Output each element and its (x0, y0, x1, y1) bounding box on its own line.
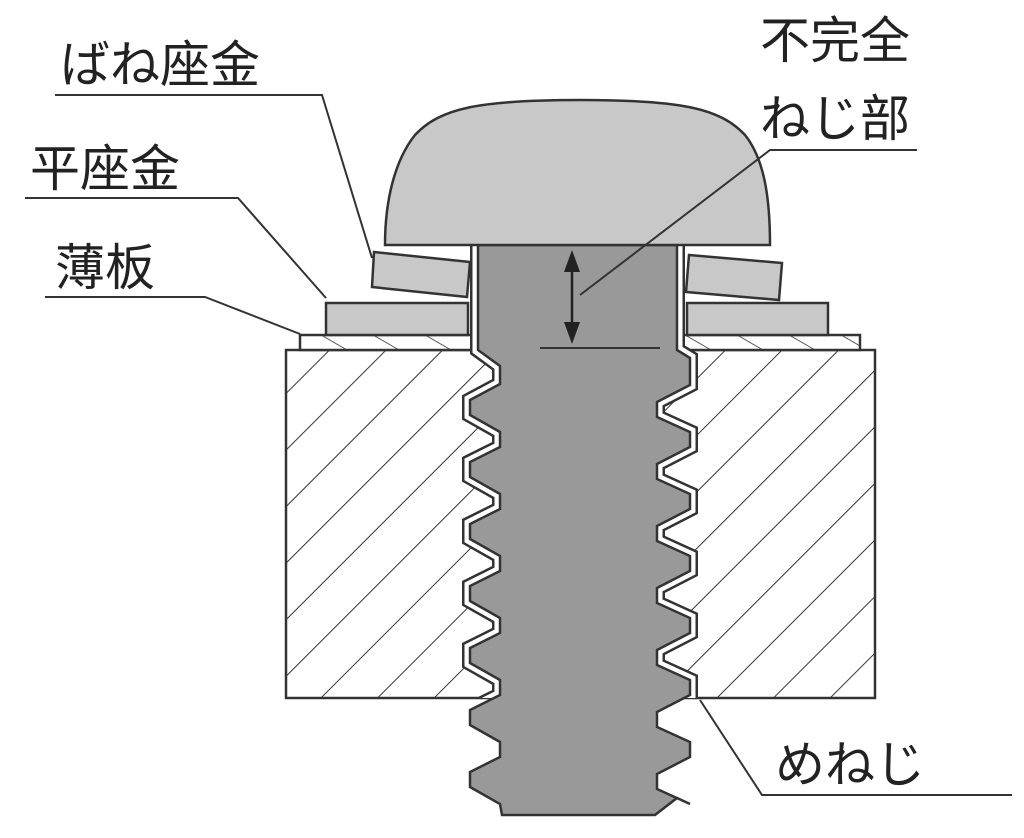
flat-washer-left (324, 301, 470, 337)
flat-washer-right (685, 301, 830, 337)
label-incomplete-thread-2: ねじ部 (760, 90, 910, 148)
double-arrow-icon (564, 250, 580, 344)
bolt-head (383, 98, 772, 247)
label-internal-thread: めねじ (775, 736, 925, 794)
label-thin-plate: 薄板 (55, 239, 155, 297)
spring-washer-left (370, 250, 472, 299)
label-incomplete-thread-1: 不完全 (760, 12, 910, 70)
spring-washer-right (684, 253, 784, 302)
label-spring-washer: ばね座金 (60, 36, 260, 94)
bolt-shank (468, 243, 692, 817)
leader-flat-washer (25, 197, 327, 299)
label-flat-washer: 平座金 (30, 140, 180, 198)
leader-incomplete-thread (579, 149, 917, 296)
leader-internal-thread (699, 699, 1012, 796)
leader-thin-plate (45, 296, 301, 335)
leader-spring-washer (55, 94, 373, 259)
